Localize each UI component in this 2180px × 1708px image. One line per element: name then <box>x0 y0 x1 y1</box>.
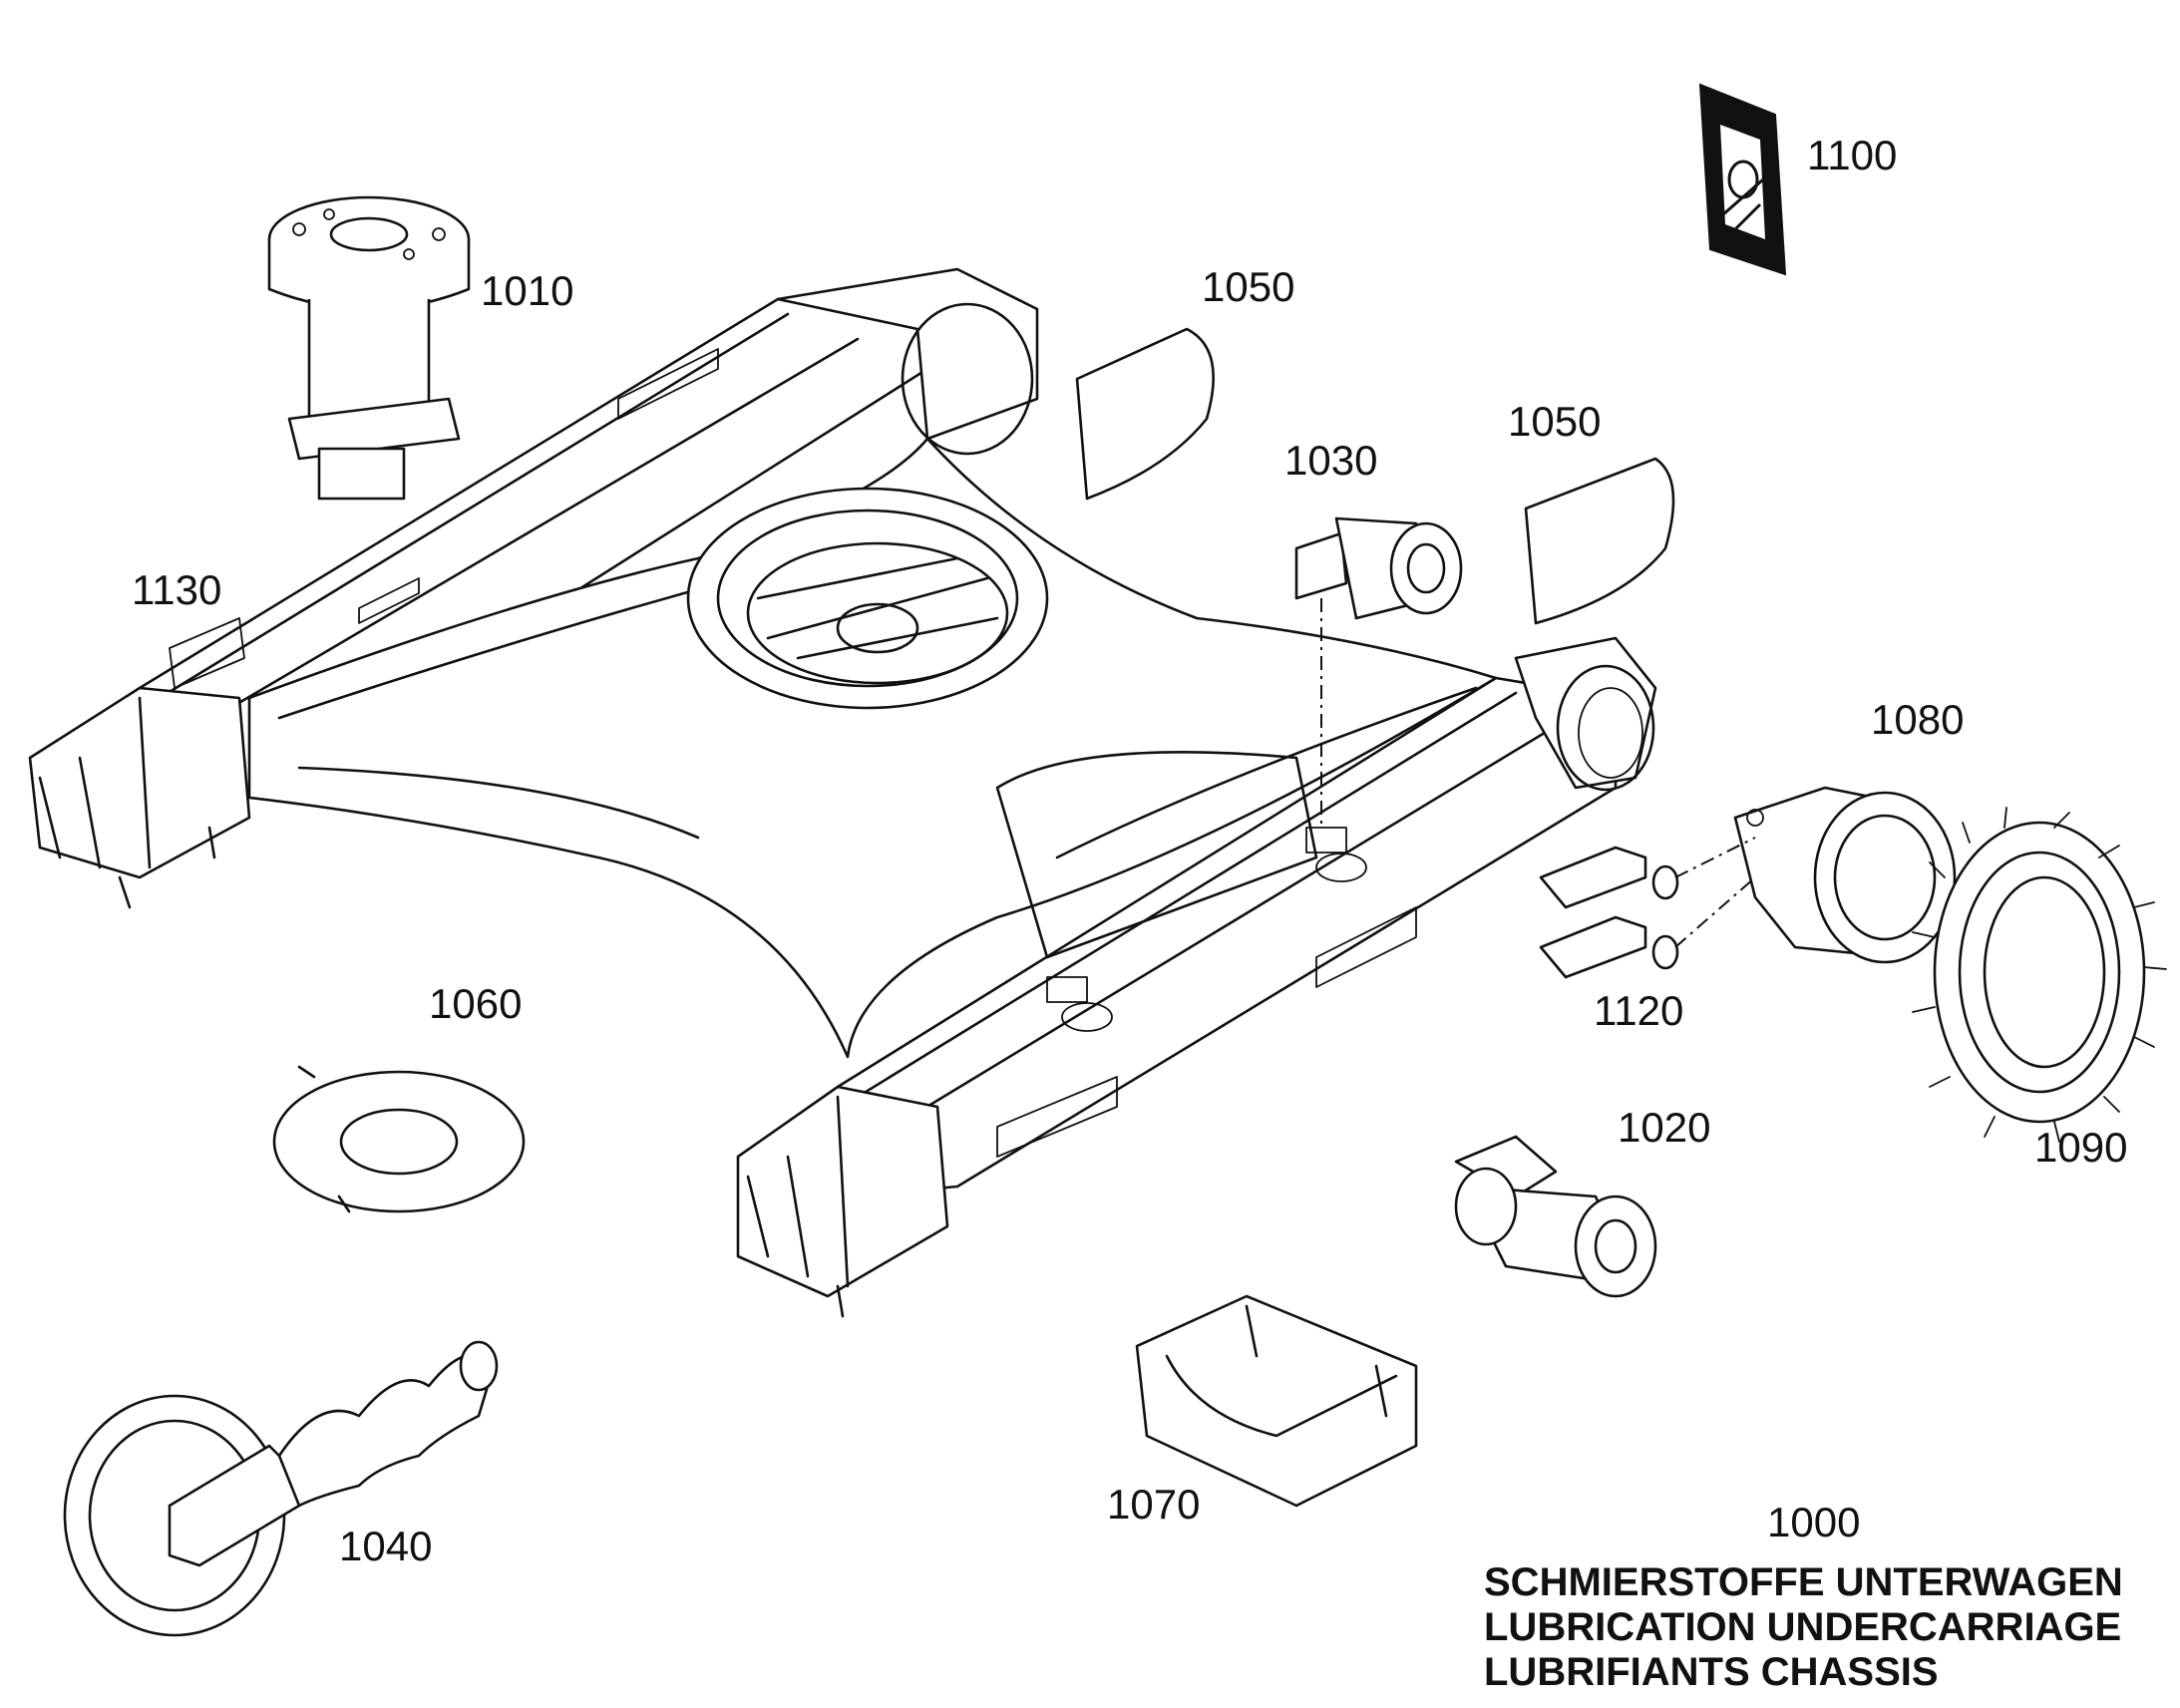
part-number-1050: 1050 <box>1508 398 1601 445</box>
undercarriage-frame <box>28 267 1657 1318</box>
part-number-1090: 1090 <box>2034 1124 2127 1171</box>
travel-drive-part <box>1539 786 1957 979</box>
part-number-1130: 1130 <box>132 566 221 613</box>
part-number-1050: 1050 <box>1202 263 1294 310</box>
part-number-1080: 1080 <box>1871 696 1964 743</box>
carrier-roller-part <box>1294 516 1463 828</box>
cover-plates <box>1075 327 1675 625</box>
part-number-1100: 1100 <box>1807 132 1897 178</box>
track-roller-part <box>1454 1135 1657 1298</box>
swivel-joint-part <box>267 195 471 501</box>
part-number-1070: 1070 <box>1107 1481 1200 1528</box>
part-number-1040: 1040 <box>339 1523 432 1569</box>
part-number-1000: 1000 <box>1767 1499 1860 1545</box>
part-number-1060: 1060 <box>429 980 522 1027</box>
sprocket-part <box>1912 807 2167 1143</box>
caption-line-fr: LUBRIFIANTS CHASSIS <box>1484 1650 1939 1694</box>
lubrication-decal-part <box>1698 83 1787 276</box>
part-number-1010: 1010 <box>481 267 573 314</box>
part-number-1020: 1020 <box>1618 1104 1710 1151</box>
caption-line-en: LUBRICATION UNDERCARRIAGE <box>1484 1605 2121 1649</box>
track-guide-part <box>1135 1294 1418 1508</box>
caption-line-de: SCHMIERSTOFFE UNTERWAGEN <box>1484 1560 2123 1604</box>
part-number-1030: 1030 <box>1284 437 1377 484</box>
part-number-1120: 1120 <box>1594 987 1683 1034</box>
cover-disc-part <box>272 1065 526 1213</box>
idler-tensioner-part <box>63 1340 499 1637</box>
